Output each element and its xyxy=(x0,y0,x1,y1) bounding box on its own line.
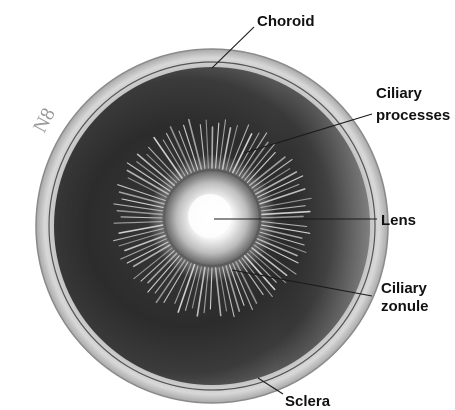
label-ciliary-zonule-line2: zonule xyxy=(381,298,429,315)
label-lens-text: Lens xyxy=(381,212,416,229)
lens xyxy=(165,171,259,265)
label-ciliary-processes-line1: Ciliary xyxy=(376,85,423,102)
plate-mark: N8 xyxy=(29,104,60,136)
label-sclera-text: Sclera xyxy=(285,393,331,410)
label-ciliary-zonule-line1: Ciliary xyxy=(381,280,428,297)
label-choroid-text: Choroid xyxy=(257,13,315,30)
label-ciliary-processes-line2: processes xyxy=(376,107,450,124)
